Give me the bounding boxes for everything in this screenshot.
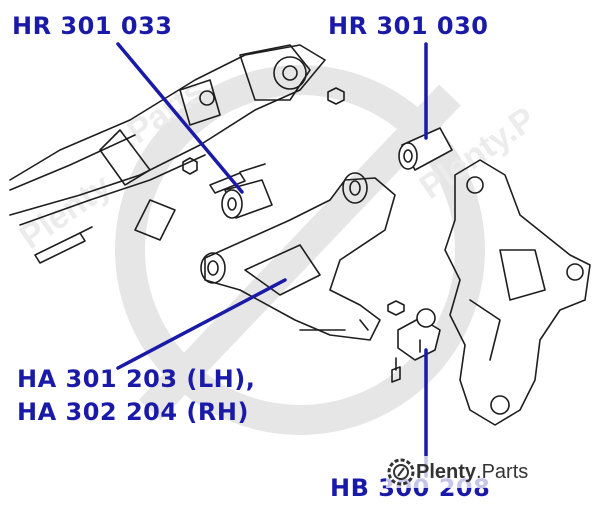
watermark-brand-rest: .Parts (476, 460, 529, 483)
svg-text:Plenty: Plenty (13, 167, 118, 257)
label-ha-302-204-rh: HA 302 204 (RH) (17, 398, 249, 426)
leader-hr-301-033 (116, 42, 244, 194)
label-hr-301-030: HR 301 030 (328, 12, 489, 40)
subframe (9, 44, 326, 241)
leader-lines (116, 42, 428, 478)
ball-joint-hb-300-208 (397, 308, 441, 361)
leader-control-arm (116, 278, 287, 370)
watermark-brand-bold: Plenty (416, 460, 477, 483)
plenty-parts-gear-logo-icon (387, 458, 415, 486)
line-drawing (9, 44, 591, 426)
label-ha-301-203-lh: HA 301 203 (LH), (17, 365, 256, 393)
label-hr-301-033: HR 301 033 (12, 12, 173, 40)
control-arm (200, 172, 396, 341)
plenty-parts-watermark: Plenty.Parts (386, 456, 576, 488)
bushing-hr-301-033 (221, 179, 273, 219)
watermark-brand: Plenty.Parts (416, 461, 528, 484)
steering-knuckle (444, 159, 591, 426)
